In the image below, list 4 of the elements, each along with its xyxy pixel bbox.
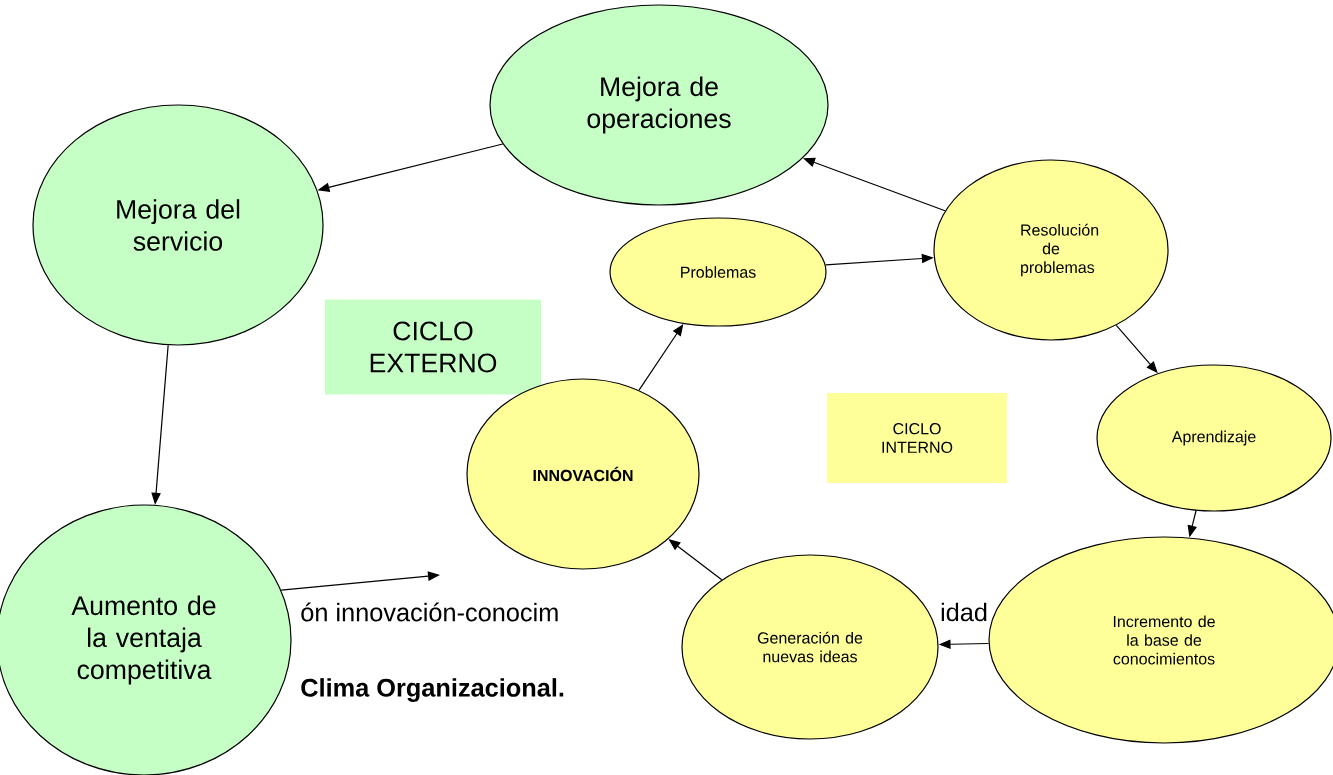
cycle-label-box: CICLO INTERNO (827, 393, 1007, 483)
note-text: idad (941, 602, 987, 622)
cycle-label-box: CICLO EXTERNO (325, 299, 541, 395)
note-text: ón innovación-conocim (301, 602, 558, 622)
